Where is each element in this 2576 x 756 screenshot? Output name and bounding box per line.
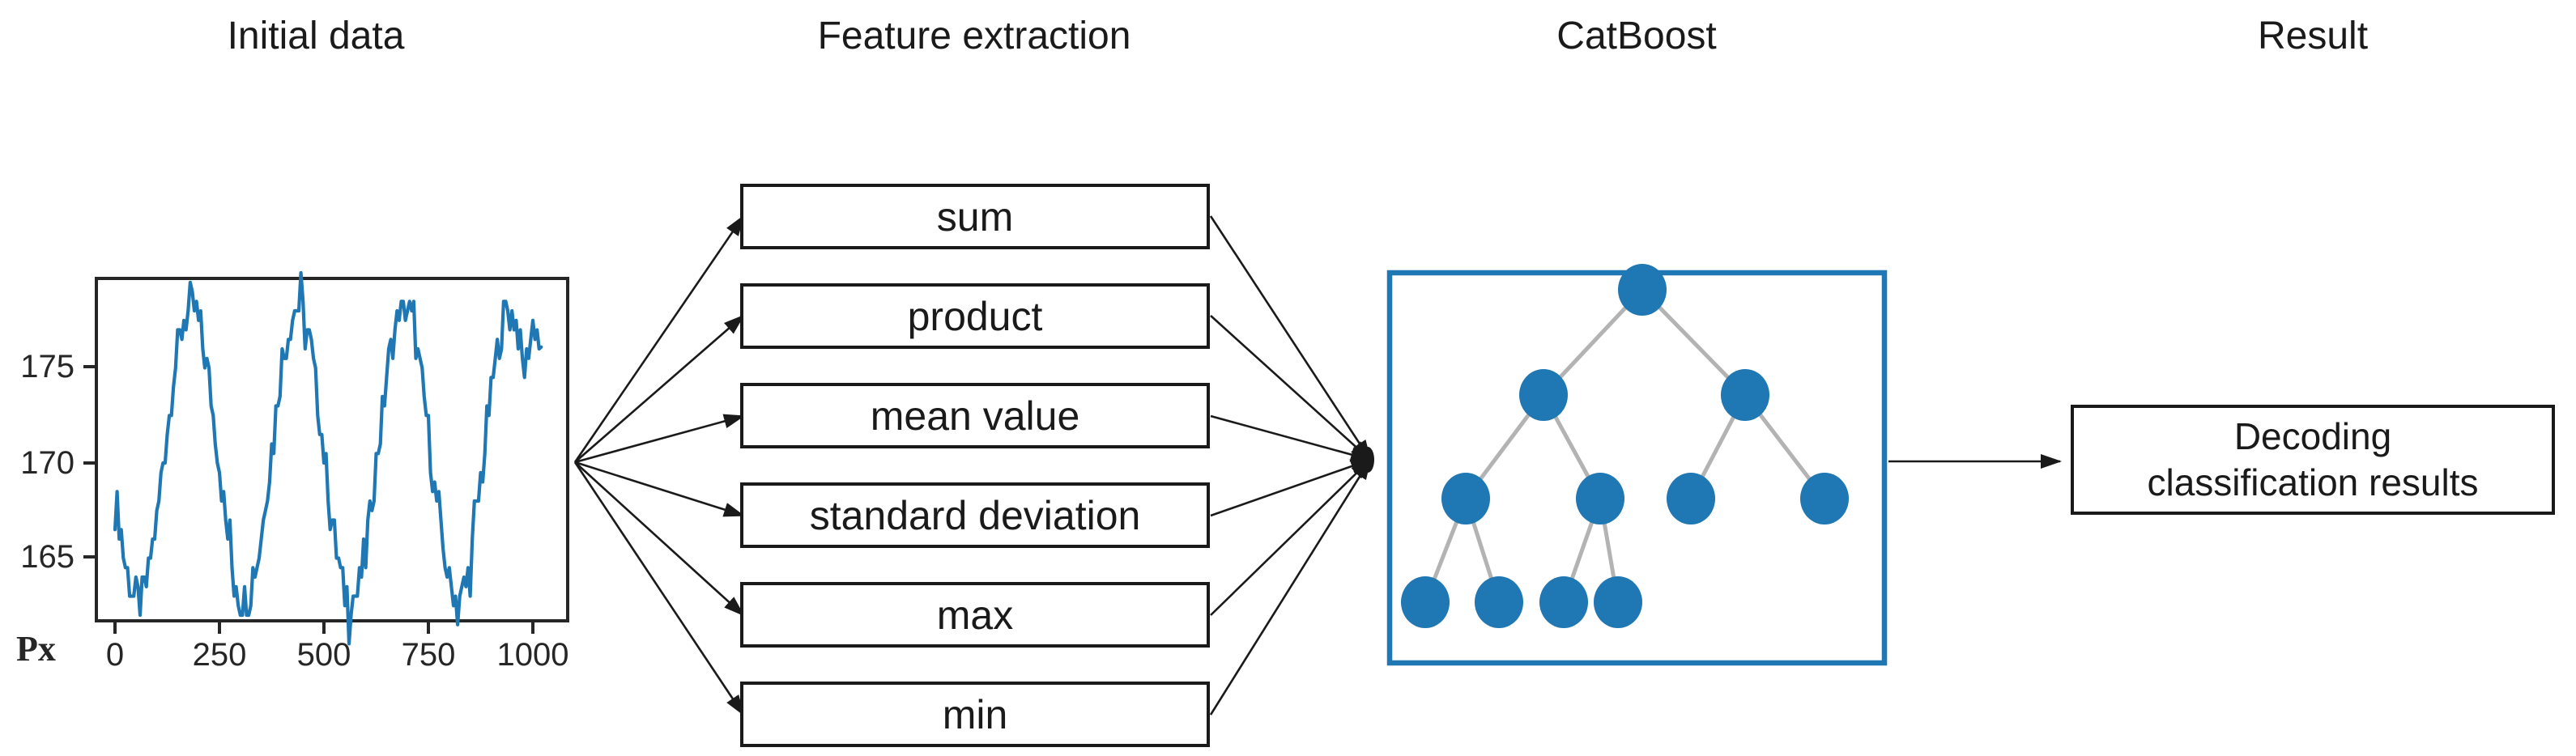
fan-out-arrows <box>573 214 745 716</box>
tree-node-l3-c <box>1667 473 1715 525</box>
fan-in-arrows <box>1209 215 1374 716</box>
y-tick-label-165: 165 <box>20 539 75 575</box>
tree-node-l3-b <box>1576 473 1624 525</box>
arrow-from-min <box>1209 458 1372 716</box>
feature-box-mean-value: mean value <box>740 383 1210 448</box>
tree-node-l2-left <box>1519 369 1568 421</box>
tree-node-root <box>1618 264 1667 316</box>
y-tick-label-170: 170 <box>20 445 75 481</box>
catboost-tree <box>1386 264 1888 666</box>
x-tick-label-500: 500 <box>296 637 351 673</box>
arrow-from-max <box>1210 458 1372 616</box>
arrow-from-product <box>1210 315 1372 461</box>
x-tick-label-750: 750 <box>401 637 456 673</box>
title-result: Result <box>2257 15 2369 57</box>
tree-node-l3-a <box>1441 473 1490 525</box>
feature-label: min <box>942 691 1008 737</box>
arrow-from-standard-deviation <box>1210 458 1372 517</box>
arrow-to-standard-deviation <box>574 461 745 517</box>
feature-label: sum <box>936 193 1014 240</box>
arrow-from-mean-value <box>1210 414 1372 462</box>
result-line-2: classification results <box>2147 461 2479 503</box>
title-feature-extraction: Feature extraction <box>817 15 1131 57</box>
plot-y-ticks <box>83 365 95 559</box>
plot-x-ticks <box>113 622 534 634</box>
feature-box-product: product <box>740 283 1210 349</box>
arrow-to-max <box>574 461 745 617</box>
plot-frame <box>95 277 569 622</box>
result-line-1: Decoding <box>2233 415 2392 457</box>
arrow-to-mean-value <box>574 414 745 464</box>
arrow-to-min <box>573 461 745 716</box>
tree-node-l2-right <box>1721 369 1769 421</box>
x-tick-label-1000: 1000 <box>496 637 569 673</box>
tree-node-l3-d <box>1800 473 1849 525</box>
tree-node-leaf-4 <box>1594 576 1642 628</box>
catboost-box <box>1386 270 1888 666</box>
title-initial-data: Initial data <box>227 15 405 57</box>
x-tick-label-250: 250 <box>192 637 247 673</box>
feature-box-sum: sum <box>740 184 1210 249</box>
arrow-to-sum <box>573 214 745 463</box>
y-tick-label-175: 175 <box>20 349 75 384</box>
feature-label: max <box>936 592 1014 638</box>
feature-box-standard-deviation: standard deviation <box>740 482 1210 548</box>
result-box: Decoding classification results <box>2071 405 2555 515</box>
title-catboost: CatBoost <box>1556 15 1717 57</box>
signal-plot <box>83 270 569 646</box>
tree-edges <box>1423 288 1826 603</box>
arrow-from-sum <box>1209 215 1372 461</box>
tree-node-leaf-2 <box>1475 576 1523 628</box>
tree-node-leaf-1 <box>1401 576 1450 628</box>
feature-label: mean value <box>870 393 1080 439</box>
feature-label: standard deviation <box>809 492 1141 538</box>
feature-box-max: max <box>740 582 1210 648</box>
convergence-point <box>1361 447 1374 473</box>
signal-line <box>113 270 543 646</box>
x-tick-label-0: 0 <box>105 637 125 673</box>
feature-label: product <box>907 293 1043 339</box>
tree-node-leaf-3 <box>1539 576 1588 628</box>
feature-box-min: min <box>740 682 1210 747</box>
arrow-to-product <box>574 314 745 463</box>
x-axis-label-px: Px <box>16 629 56 669</box>
